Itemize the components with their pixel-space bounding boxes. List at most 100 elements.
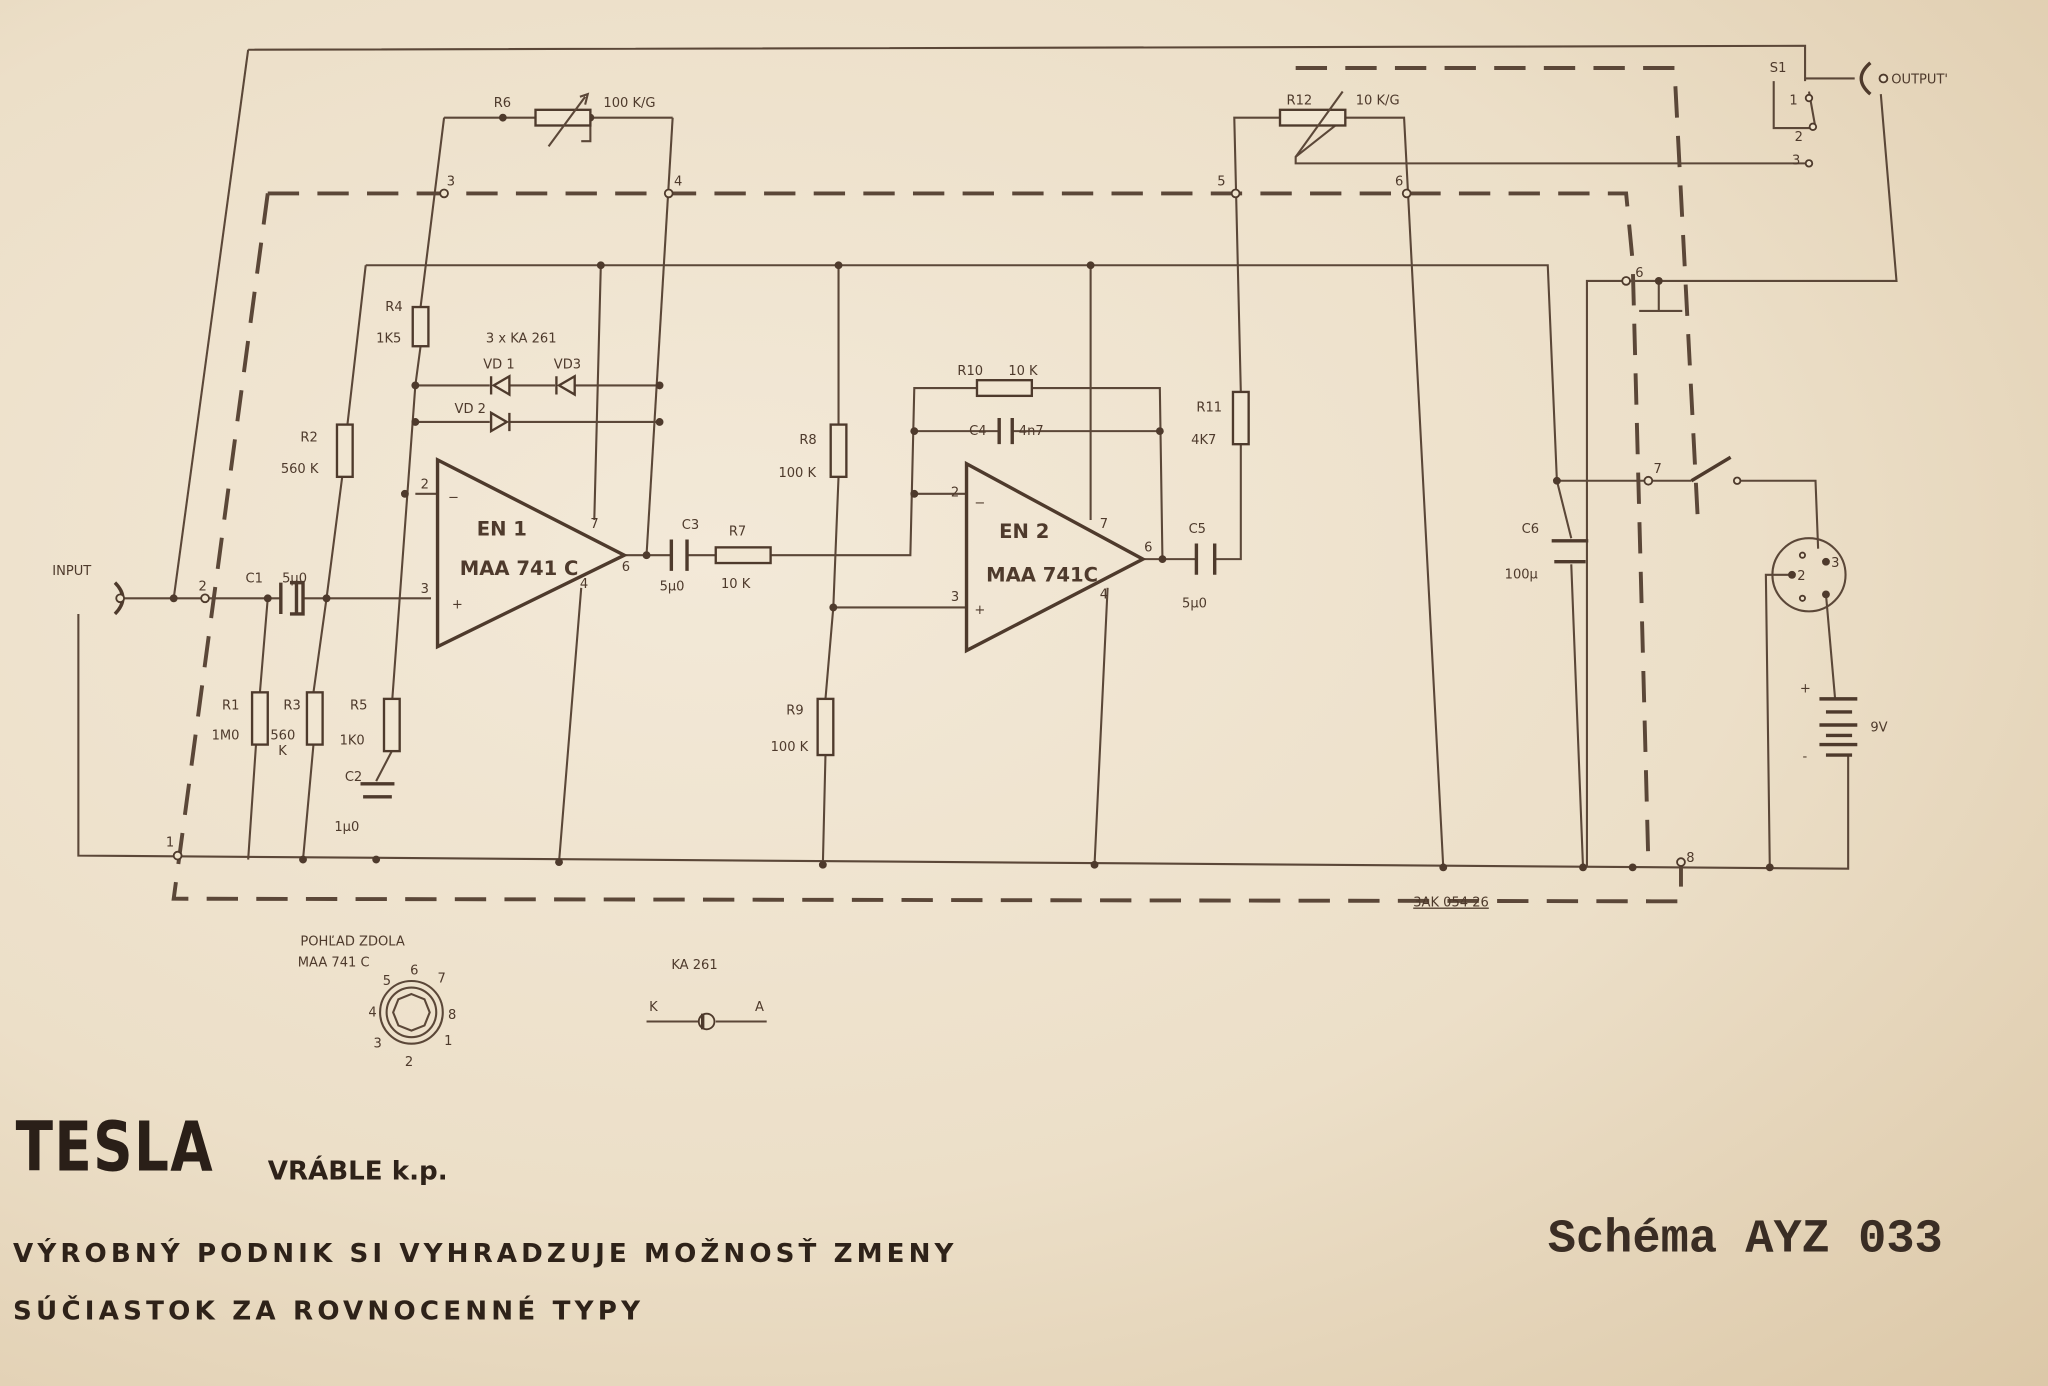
r6-ref: R6 <box>494 96 511 111</box>
pinout-5: 5 <box>383 974 391 989</box>
board-pin-6b: 6 <box>1635 266 1643 281</box>
en2-type: MAA 741C <box>986 563 1098 586</box>
resistor-r5 <box>382 697 401 753</box>
board-pin-7: 7 <box>1654 462 1662 477</box>
power-switch-icon <box>1690 455 1732 483</box>
s1-pin-2: 2 <box>1795 130 1803 145</box>
input-jack-contact <box>115 593 125 604</box>
labels: INPUT OUTPUT' S1 9V + - R1 1M0 R2 560 K … <box>52 61 1948 911</box>
r11-value: 4K7 <box>1191 433 1216 448</box>
diode-vd2-icon <box>489 410 511 434</box>
din-power-connector-icon <box>1771 537 1847 613</box>
resistor-r4 <box>411 305 430 348</box>
c4-value: 4n7 <box>1019 424 1044 439</box>
diodes <box>489 374 576 434</box>
vd3-label: VD3 <box>554 357 581 372</box>
en1-minus: − <box>448 491 459 506</box>
en1-plus: + <box>452 598 463 613</box>
r8-value: 100 K <box>778 466 816 481</box>
footer: TESLA VRÁBLE k.p. VÝROBNÝ PODNIK SI VYHR… <box>13 1107 1943 1327</box>
din-pin-3: 3 <box>1831 556 1839 571</box>
capacitor-c1 <box>279 580 305 616</box>
en2-label: EN 2 <box>999 520 1049 543</box>
en1-type: MAA 741 C <box>460 557 579 580</box>
en1-label: EN 1 <box>477 518 527 541</box>
en1-pin-7: 7 <box>590 517 598 532</box>
capacitor-c5 <box>1194 543 1217 575</box>
junction-dots <box>169 113 1774 872</box>
en2-plus: + <box>974 603 985 618</box>
r9-ref: R9 <box>786 704 803 719</box>
r1-value: 1M0 <box>212 728 240 743</box>
c2-ref: C2 <box>345 770 362 785</box>
r4-value: 1K5 <box>376 331 401 346</box>
s1-pin-1: 1 <box>1789 94 1797 109</box>
pinout-4: 4 <box>368 1005 376 1020</box>
s1-contact-3 <box>1804 159 1814 168</box>
vd2-label: VD 2 <box>455 402 486 417</box>
capacitor-c3 <box>669 539 689 571</box>
c6-value: 100µ <box>1505 568 1538 583</box>
c5-value: 5µ0 <box>1182 596 1207 611</box>
potentiometer-arrow-icon <box>1294 90 1344 158</box>
r1-ref: R1 <box>222 698 239 713</box>
r7-value: 10 K <box>721 577 751 592</box>
resistor-r11 <box>1231 390 1250 446</box>
en2-pin-2: 2 <box>951 485 959 500</box>
battery-icon <box>1819 697 1858 757</box>
board-pin-6: 6 <box>1395 175 1403 190</box>
s1-pin-3: 3 <box>1792 154 1800 169</box>
battery-plus-label: + <box>1800 681 1811 696</box>
pinout-7: 7 <box>438 971 446 986</box>
resistor-r2 <box>335 423 354 479</box>
pinout-2: 2 <box>405 1055 413 1070</box>
en1-pin-2: 2 <box>421 478 429 493</box>
en1-pin-6: 6 <box>622 560 630 575</box>
potentiometer-arrow-icon <box>547 92 590 148</box>
r4-ref: R4 <box>385 300 402 315</box>
opamp-en2 <box>964 460 1147 654</box>
pinout-title: POHĽAD ZDOLA <box>300 935 404 950</box>
capacitor-c2 <box>360 782 395 799</box>
c3-value: 5µ0 <box>660 579 685 594</box>
capacitor-c4 <box>997 418 1014 445</box>
board-outline <box>171 66 1700 904</box>
en2-pin-7: 7 <box>1100 517 1108 532</box>
diodes-type-label: 3 x KA 261 <box>486 331 557 346</box>
pinout-1: 1 <box>444 1034 452 1049</box>
resistor-r8 <box>829 423 848 479</box>
r10-ref: R10 <box>957 364 983 379</box>
diode-legend: KA 261 K A <box>646 958 767 1031</box>
battery-minus-label: - <box>1802 749 1807 764</box>
r3-ref: R3 <box>283 698 300 713</box>
en2-pin-4: 4 <box>1100 587 1108 602</box>
capacitors <box>279 418 1589 799</box>
pinout-6: 6 <box>410 963 418 978</box>
r3-value: 560 <box>270 728 295 743</box>
output-label: OUTPUT' <box>1891 73 1948 88</box>
en2-minus: − <box>974 496 985 511</box>
en1-pin-3: 3 <box>421 582 429 597</box>
r5-ref: R5 <box>350 698 367 713</box>
resistor-r12 <box>1278 108 1347 127</box>
board-pin-3: 3 <box>447 175 455 190</box>
s1-contact-2 <box>1808 122 1818 131</box>
input-label: INPUT <box>52 564 91 579</box>
c3-ref: C3 <box>682 518 699 533</box>
s1-contact-1 <box>1804 93 1814 103</box>
resistor-r3 <box>305 691 324 746</box>
s1-label: S1 <box>1770 61 1787 76</box>
tesla-logo: TESLA <box>16 1107 214 1188</box>
resistor-r1 <box>250 691 269 746</box>
c4-ref: C4 <box>969 424 986 439</box>
r12-value: 10 K/G <box>1356 94 1400 109</box>
battery-voltage-label: 9V <box>1870 721 1887 736</box>
output-jack-contact <box>1878 73 1889 84</box>
to-can-package-icon <box>379 979 444 1045</box>
board-pin-1: 1 <box>166 835 174 850</box>
resistor-r10 <box>975 379 1034 398</box>
board-pin-5: 5 <box>1217 175 1225 190</box>
c1-value: 5µ0 <box>282 572 307 587</box>
pinout-chip: MAA 741 C <box>298 956 370 971</box>
